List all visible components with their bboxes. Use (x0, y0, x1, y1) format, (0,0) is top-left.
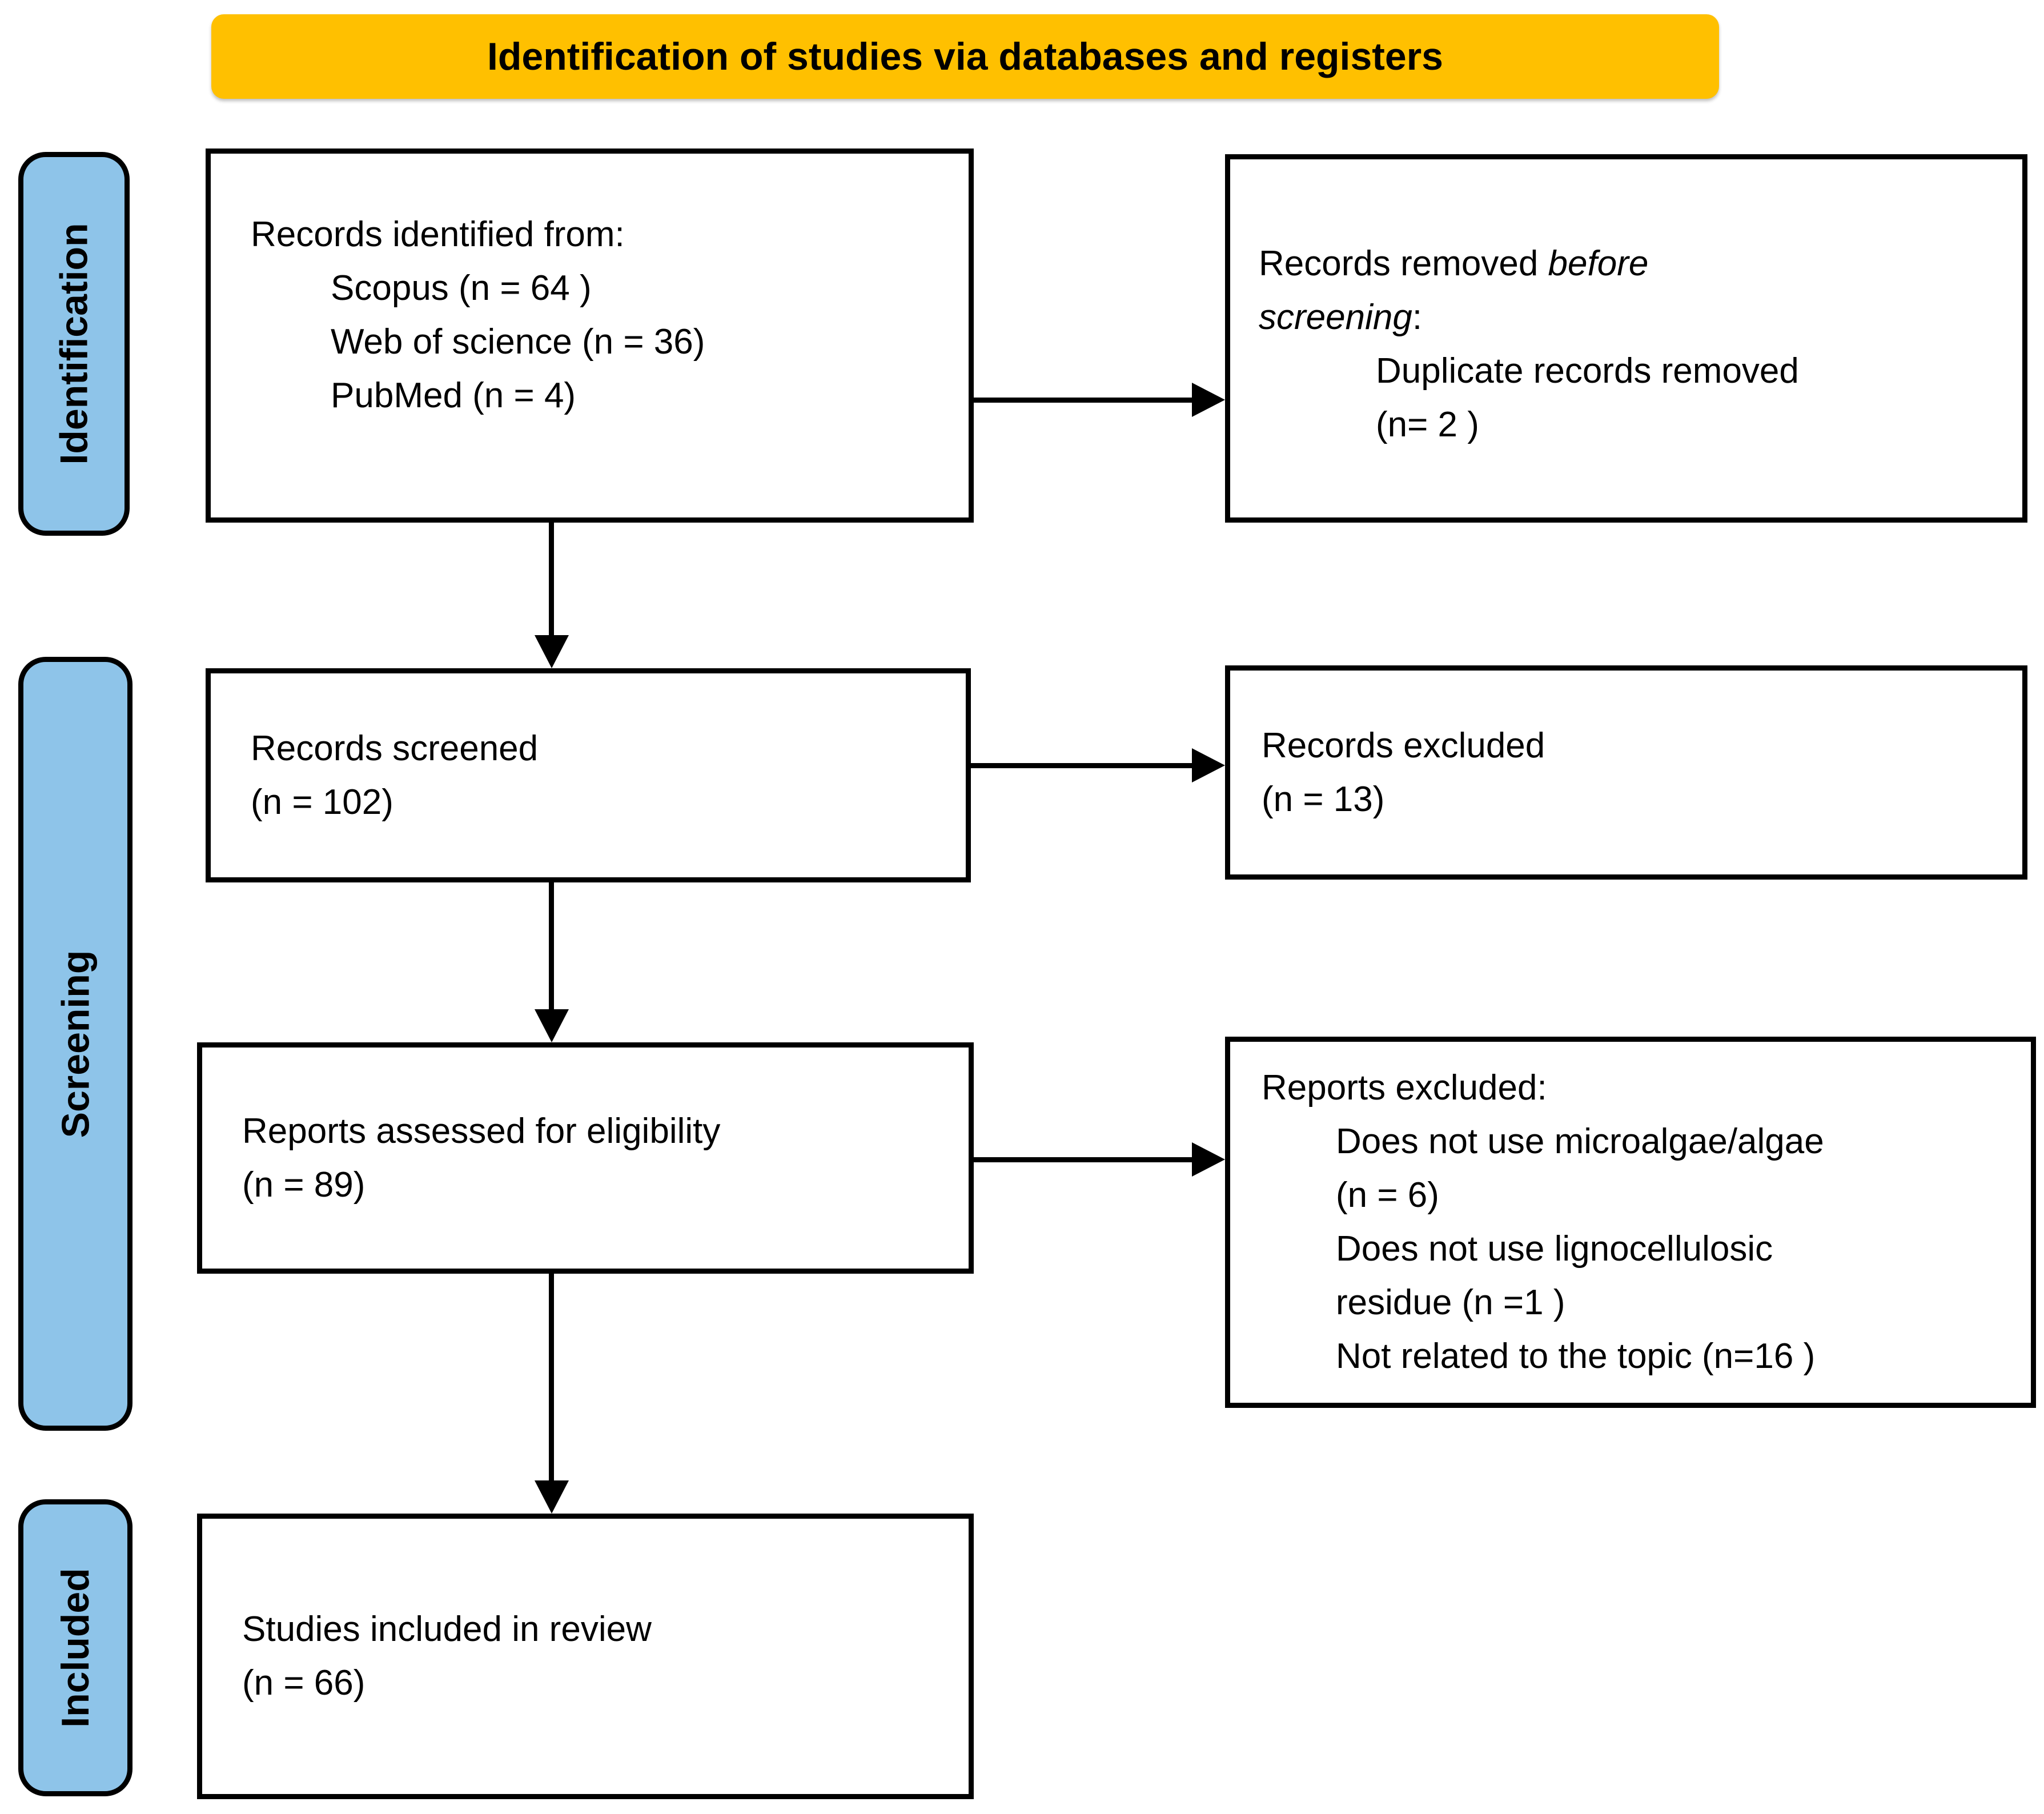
records-identified-scopus: Scopus (n = 64 ) (331, 268, 592, 308)
box-reports-assessed: Reports assessed for eligibility (n = 89… (197, 1042, 974, 1274)
reports-excluded-reason-microalgae: Does not use microalgae/algae (1336, 1122, 1824, 1161)
arrow-shaft (549, 882, 554, 1011)
arrow-head-down-icon (535, 635, 569, 668)
records-excluded-count: (n = 13) (1262, 779, 1385, 819)
arrow-shaft (974, 1157, 1194, 1162)
reports-excluded-reason-not-related: Not related to the topic (n=16 ) (1336, 1337, 1816, 1376)
reports-excluded-reason-lignocellulosic: Does not use lignocellulosic (1336, 1229, 1773, 1269)
box-records-identified: Records identified from: Scopus (n = 64 … (206, 149, 974, 523)
arrow-head-right-icon (1192, 748, 1225, 782)
arrow-shaft (549, 1274, 554, 1482)
stage-label-identification: Identification (18, 152, 130, 536)
arrow-head-down-icon (535, 1009, 569, 1042)
arrow-head-down-icon (535, 1480, 569, 1514)
stage-label-screening: Screening (18, 657, 132, 1431)
box-records-excluded: Records excluded (n = 13) (1225, 665, 2027, 880)
records-identified-pubmed: PubMed (n = 4) (331, 376, 576, 415)
records-removed-text: Records removed (1259, 243, 1548, 283)
studies-included-label: Studies included in review (242, 1610, 652, 1649)
reports-excluded-reason-microalgae-count: (n = 6) (1336, 1175, 1439, 1215)
arrow-head-right-icon (1192, 383, 1225, 417)
arrow-shaft (974, 398, 1194, 403)
stage-label-included-text: Included (54, 1568, 98, 1728)
diagram-title: Identification of studies via databases … (487, 35, 1444, 78)
box-reports-excluded: Reports excluded: Does not use microalga… (1225, 1037, 2036, 1408)
duplicate-records-removed-count: (n= 2 ) (1376, 404, 1479, 444)
arrow-shaft (549, 523, 554, 637)
records-removed-heading-line1: Records removed before (1259, 237, 2005, 291)
records-screened-count: (n = 102) (251, 782, 393, 822)
box-records-removed: Records removed before screening: Duplic… (1225, 154, 2027, 523)
records-identified-heading: Records identified from: (251, 215, 625, 254)
studies-included-count: (n = 66) (242, 1663, 366, 1703)
reports-assessed-count: (n = 89) (242, 1165, 366, 1205)
records-removed-colon: : (1412, 297, 1423, 337)
stage-label-screening-text: Screening (54, 950, 97, 1138)
arrow-shaft (971, 763, 1194, 768)
diagram-title-banner: Identification of studies via databases … (211, 14, 1719, 99)
box-studies-included: Studies included in review (n = 66) (197, 1514, 974, 1799)
records-identified-web-of-science: Web of science (n = 36) (331, 322, 705, 362)
stage-label-identification-text: Identification (52, 223, 96, 465)
reports-excluded-reason-lignocellulosic-count: residue (n =1 ) (1336, 1283, 1565, 1322)
reports-excluded-heading: Reports excluded: (1262, 1068, 1547, 1107)
arrow-head-right-icon (1192, 1142, 1225, 1177)
box-records-screened: Records screened (n = 102) (206, 668, 971, 882)
duplicate-records-removed: Duplicate records removed (1376, 351, 1799, 391)
records-removed-italic-before: before (1548, 243, 1649, 283)
records-removed-heading-line2: screening: (1259, 291, 2005, 344)
reports-assessed-label: Reports assessed for eligibility (242, 1111, 721, 1151)
stage-label-included: Included (18, 1499, 132, 1796)
records-excluded-label: Records excluded (1262, 725, 1545, 765)
records-screened-label: Records screened (251, 728, 539, 768)
records-removed-italic-screening: screening (1259, 297, 1412, 337)
